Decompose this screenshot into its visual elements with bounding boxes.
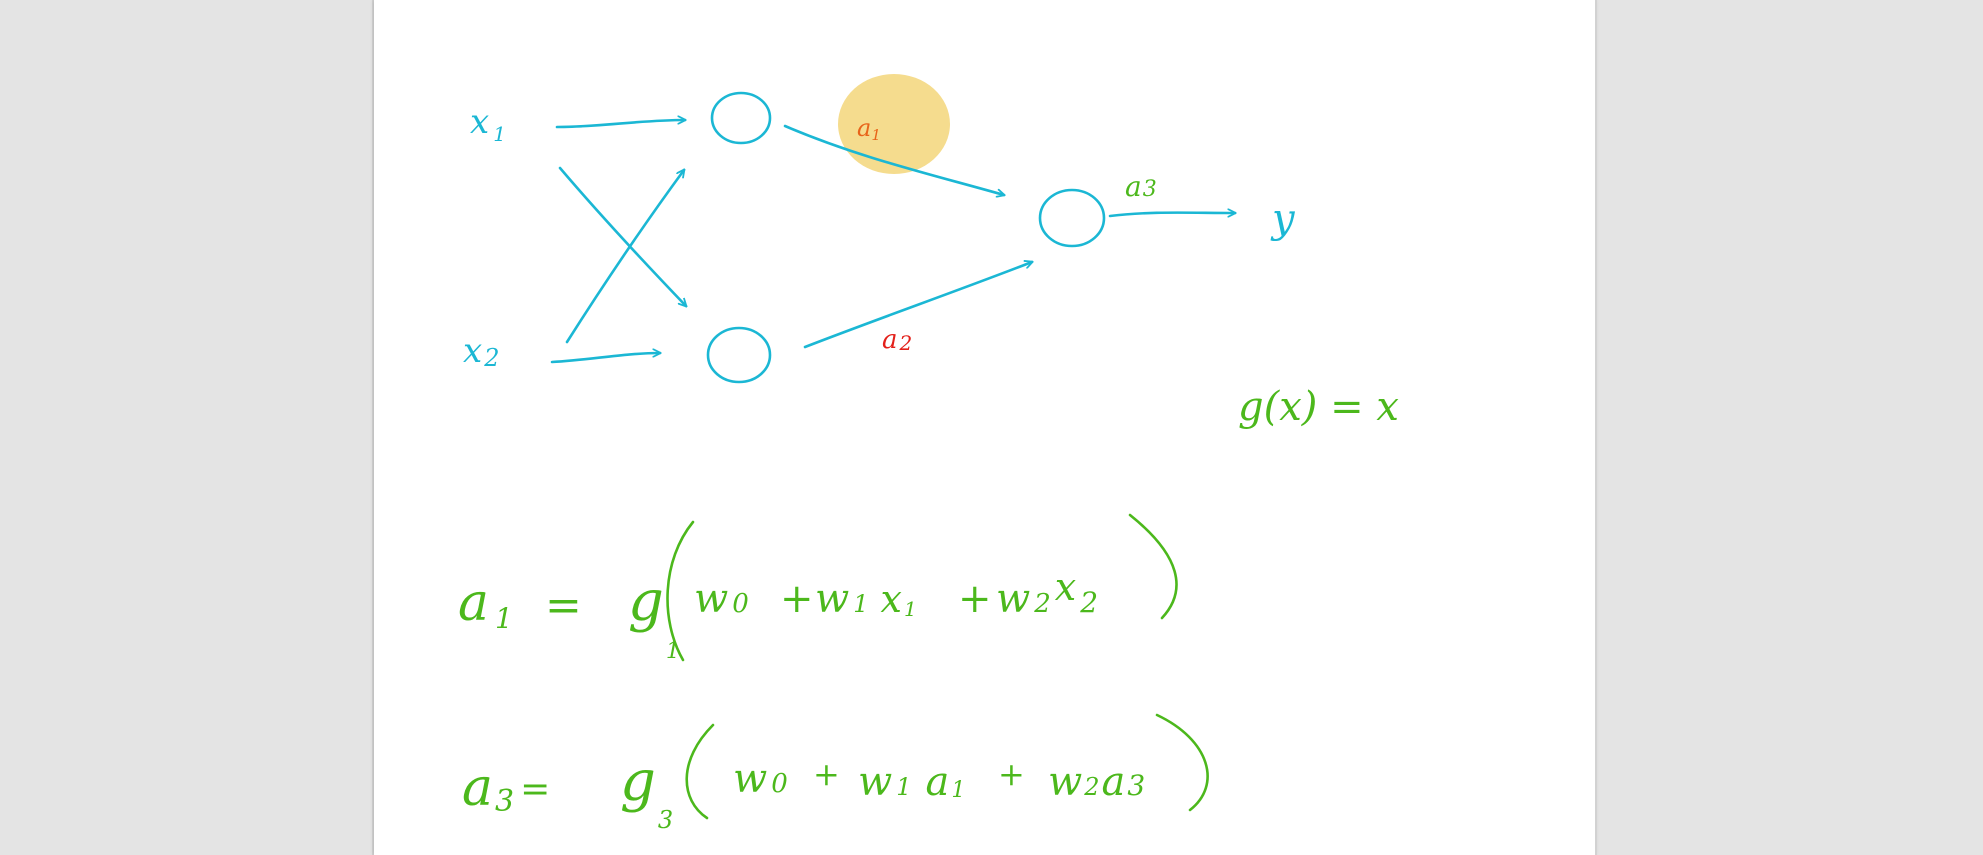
whiteboard-page — [374, 0, 1595, 855]
edge-x1-h2 — [558, 166, 686, 306]
eq2-lhs: a — [462, 758, 493, 818]
edge-h1-out — [783, 124, 1004, 195]
svg-text:w0: w0 — [694, 576, 749, 622]
edge-h2-out — [803, 262, 1032, 349]
activation-note: g(x) = x — [1238, 384, 1399, 430]
eq2-close-paren — [1155, 713, 1209, 812]
edge-x2-h1 — [565, 170, 684, 344]
neuron-hidden-2 — [706, 326, 772, 384]
svg-text:a1: a1 — [458, 573, 513, 635]
eq1-lhs: a — [458, 573, 489, 633]
svg-text:+: + — [958, 576, 992, 622]
eq1-func: g1 — [628, 569, 680, 664]
svg-text:w2a3: w2a3 — [1048, 759, 1145, 805]
input-x2-label: x2 — [463, 331, 499, 372]
eq1-open-paren — [666, 520, 695, 662]
edge-label-a3: a3 — [1125, 170, 1157, 203]
highlight-blob — [838, 74, 950, 174]
svg-text:w0: w0 — [733, 756, 788, 802]
svg-text:+: + — [813, 755, 840, 793]
edge-x2-h2 — [550, 353, 660, 364]
neuron-hidden-1 — [710, 91, 772, 145]
svg-text:a3=: a3= — [462, 758, 550, 819]
eq1-close-paren — [1128, 513, 1178, 620]
eq2-open-paren — [685, 723, 715, 820]
svg-text:+: + — [998, 755, 1025, 793]
output-y-label: y — [1270, 196, 1296, 242]
neuron-output — [1038, 188, 1106, 248]
edge-label-a1: a1 — [857, 114, 881, 144]
edge-x1-h1 — [555, 120, 685, 129]
svg-text:+: + — [780, 576, 814, 622]
edge-out-y — [1108, 213, 1235, 216]
page-edge-right — [1595, 0, 1597, 855]
eq2-func: g3 — [620, 749, 673, 834]
eq1-equals: = — [545, 580, 582, 631]
page-edge-left — [372, 0, 374, 855]
